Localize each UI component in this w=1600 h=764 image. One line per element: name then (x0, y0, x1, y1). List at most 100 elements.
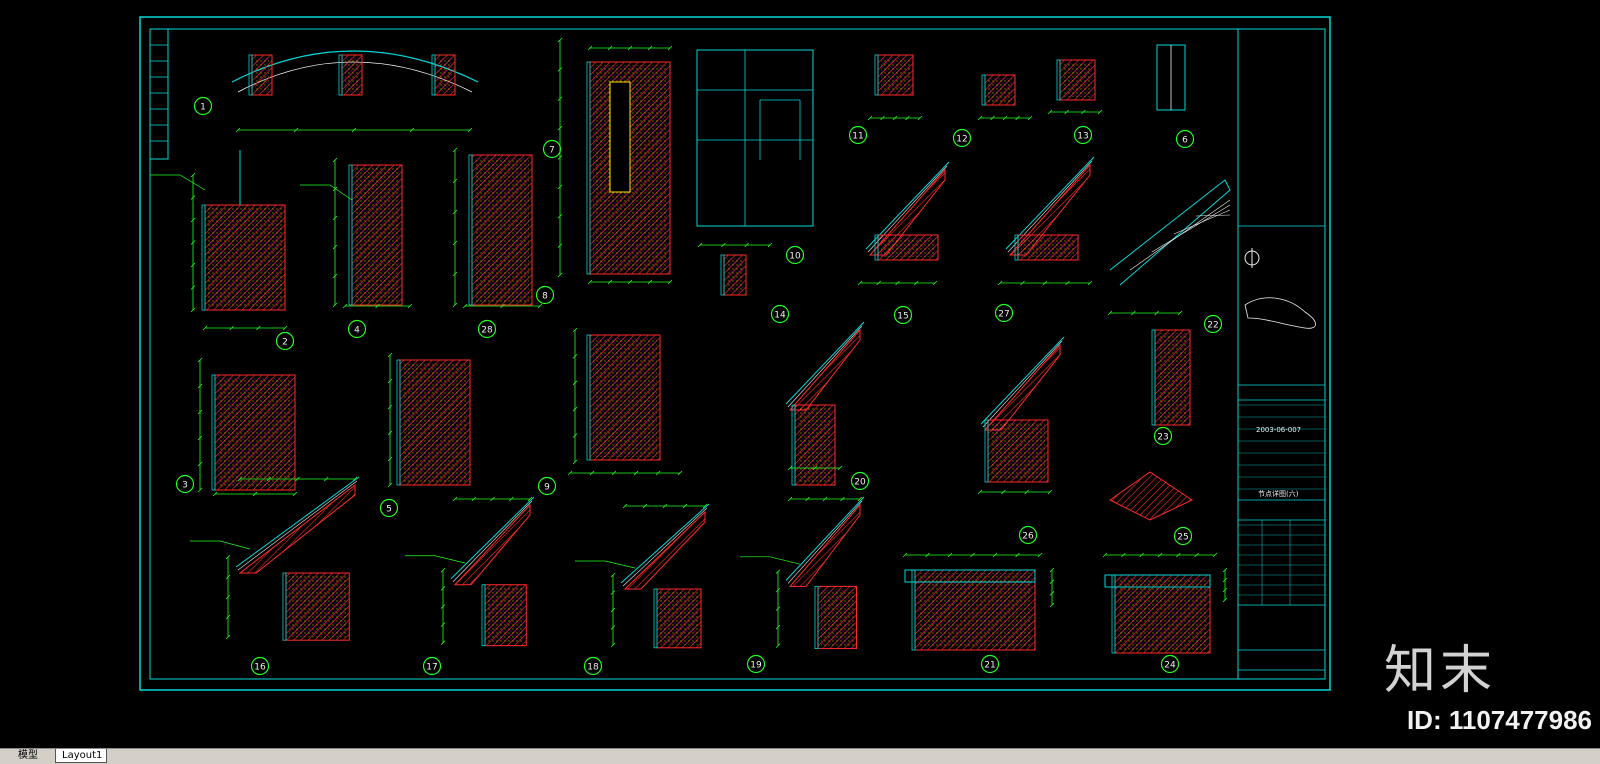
insulation (1158, 333, 1187, 422)
callout-label: 4 (354, 326, 360, 336)
dim-tick (1042, 280, 1048, 286)
dim-tick (202, 325, 208, 331)
wall-edge (248, 54, 253, 96)
dim-tick (627, 279, 633, 285)
roof-tile (785, 496, 865, 581)
dim-tick (452, 209, 458, 215)
callout-bubble (537, 476, 557, 496)
dim-tick (992, 552, 998, 558)
dim-tick (352, 476, 358, 482)
dim-tick (572, 354, 578, 359)
roof-layer (787, 500, 863, 584)
dim-tick (452, 240, 458, 246)
dim-tick (225, 594, 231, 600)
dim-tick (1065, 280, 1070, 286)
layout-tab-bar: 模型 Layout1 (0, 748, 1600, 764)
callout-label: 10 (789, 252, 801, 262)
callout-bubble (347, 319, 367, 339)
callout-label: 13 (1077, 132, 1088, 142)
tab-model[interactable]: 模型 (12, 749, 48, 763)
insulation (727, 258, 743, 292)
roof-slab (453, 503, 531, 586)
wall-edge (1151, 329, 1156, 426)
callout-label: 7 (549, 146, 555, 156)
wall-edge (1014, 234, 1019, 261)
dim-tick (462, 303, 468, 309)
callout-label: 5 (386, 505, 392, 515)
dim-tick (677, 470, 683, 476)
dim-tick (1176, 552, 1181, 558)
wall-edge (586, 334, 591, 461)
callout-bubble (850, 471, 870, 491)
callout-bubble (1175, 129, 1195, 149)
dim-tick (1121, 552, 1126, 558)
dim-tick (633, 470, 639, 476)
dim-tick (440, 567, 446, 573)
dim-tick (744, 242, 749, 248)
callout-bubble (848, 125, 868, 145)
dim-tick (1049, 567, 1055, 573)
roof-tile (450, 496, 535, 580)
dim-tick (767, 242, 773, 248)
dim-tick (610, 625, 616, 630)
dim-tick (387, 352, 393, 358)
dim-tick (537, 303, 543, 309)
dim-tick (775, 643, 781, 648)
dim-tick (611, 470, 617, 476)
dim-tick (323, 476, 329, 482)
dim-tick (567, 470, 573, 476)
dim-tick (572, 459, 578, 465)
callout-bubble (193, 96, 213, 116)
callout-label: 18 (587, 663, 599, 673)
dim-tick (610, 572, 616, 578)
callout-bubble (1153, 426, 1173, 446)
dim-tick (627, 45, 633, 51)
dim-tick (225, 554, 231, 560)
dim-tick (932, 280, 938, 286)
dim-tick (837, 465, 843, 471)
dim-tick (452, 496, 458, 502)
elevation-grid (696, 49, 814, 227)
dim-tick (977, 489, 983, 495)
roof-slab (623, 510, 706, 590)
leader-line (300, 184, 353, 201)
site-plan (1244, 297, 1316, 329)
tab-layout1[interactable]: Layout1 (55, 749, 107, 763)
dim-tick (857, 496, 863, 502)
insulation (821, 589, 854, 646)
callout-label: 28 (481, 326, 493, 336)
outer-frame (139, 16, 1331, 691)
dim-tick (607, 45, 613, 51)
callout-label: 11 (852, 132, 863, 142)
watermark-brand: 知末 (1383, 641, 1496, 701)
dim-tick (787, 465, 793, 471)
dim-tick (1020, 280, 1025, 286)
insulation (345, 58, 359, 92)
dim-tick (225, 634, 231, 640)
dim-tick (876, 280, 882, 286)
callout-bubble (542, 139, 562, 159)
dim-tick (332, 273, 338, 279)
roof-layer (787, 325, 863, 408)
callout-bubble (535, 285, 555, 305)
dim-tick (225, 614, 231, 620)
dim-tick (557, 125, 563, 131)
dim-tick (1222, 567, 1228, 573)
dim-tick (1015, 115, 1020, 121)
callout-bubble (379, 498, 399, 518)
wall-edge (874, 234, 879, 261)
dim-tick (1027, 115, 1033, 121)
callout-label: 1 (200, 103, 206, 113)
titleblock-sheet-title: 节点详图(六) (1258, 489, 1299, 498)
callout-bubble (952, 128, 972, 148)
dim-tick (332, 244, 338, 250)
callout-bubble (1018, 525, 1038, 545)
dim-tick (970, 552, 975, 558)
detail-22-roof (1109, 179, 1231, 286)
dim-tick (508, 496, 514, 502)
roof-layer (982, 340, 1063, 428)
dim-tick (1177, 310, 1183, 316)
roof-tile (980, 336, 1065, 425)
dim-tick (557, 155, 563, 160)
